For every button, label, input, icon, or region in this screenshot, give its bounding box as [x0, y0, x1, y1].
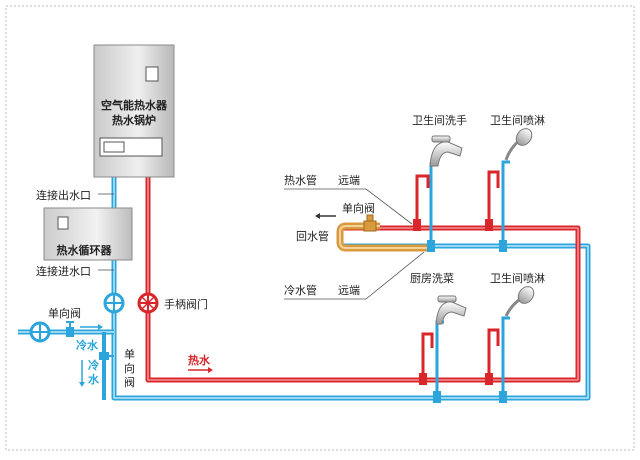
circulation-pump: 热水循环器: [43, 207, 133, 261]
cold-pipe-label: 冷水管: [284, 283, 317, 297]
fixture-4-label: 卫生间喷淋: [490, 271, 545, 285]
dashed-frame: [5, 5, 635, 451]
hot-water-label: 热水: [188, 353, 211, 367]
handle-valve-label: 手柄阀门: [164, 297, 208, 311]
check-valve-mid-label: 单向阀: [342, 201, 375, 215]
check-valve-vertical-3: 阀: [124, 375, 135, 389]
check-valve-vertical-2: 向: [124, 361, 135, 375]
check-valve-mid-icon: [363, 214, 377, 232]
hot-handle-valve-icon[interactable]: [137, 292, 159, 314]
cold-water-vertical-1: 冷: [88, 358, 99, 372]
fixture-1-label: 卫生间洗手: [412, 113, 467, 127]
bathroom-shower-icon: [487, 128, 533, 246]
fixture-2-label: 卫生间喷淋: [490, 113, 545, 127]
heater-label-line2: 热水锅炉: [112, 113, 156, 127]
fixture-3-label: 厨房洗菜: [410, 272, 454, 285]
heat-pump-water-heater: 空气能热水器 热水锅炉: [93, 44, 175, 178]
bathroom-sink-faucet-icon: [415, 135, 463, 246]
pump-label: 热水循环器: [57, 243, 113, 257]
cold-water-vertical-2: 水: [88, 372, 100, 386]
bathroom-shower-lower-icon: [487, 286, 535, 398]
inlet-valve-icon[interactable]: [29, 321, 51, 343]
cold-water-horizontal-label: 冷水: [76, 338, 99, 352]
check-valve-inlet-icon: [66, 321, 74, 337]
heater-label-line1: 空气能热水器: [101, 98, 168, 112]
hot-far-end-label: 远端: [338, 174, 360, 187]
check-valve-pump-icon: [99, 352, 114, 360]
check-valve-left-label: 单向阀: [48, 306, 81, 320]
check-valve-vertical-1: 单: [124, 348, 135, 361]
inlet-connection-label: 连接进水口: [36, 265, 91, 278]
return-pipe: [336, 222, 430, 252]
hot-pipe-label: 热水管: [284, 173, 317, 187]
cold-far-end-label: 远端: [338, 284, 360, 297]
return-pipe-label: 回水管: [296, 229, 329, 243]
kitchen-sink-faucet-icon: [421, 295, 467, 398]
cold-handle-valve-icon[interactable]: [103, 292, 125, 314]
outlet-connection-label: 连接出水口: [36, 188, 91, 202]
